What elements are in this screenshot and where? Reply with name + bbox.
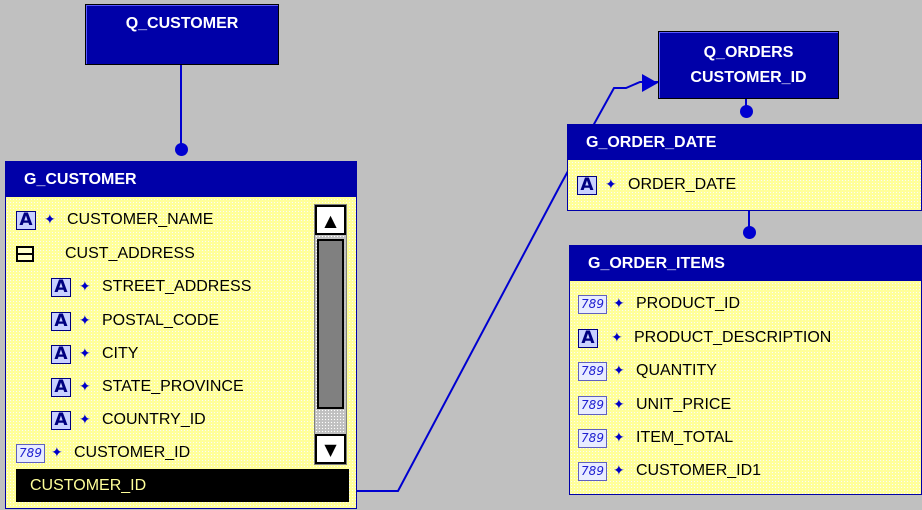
list-item[interactable]: A ✦ POSTAL_CODE	[51, 306, 219, 336]
list-item[interactable]: 789 ✦ CUSTOMER_ID1	[578, 456, 761, 486]
list-item[interactable]: A ✦ CITY	[51, 339, 138, 369]
column-label: STATE_PROVINCE	[102, 378, 244, 395]
sort-arrow-icon: ✦	[79, 379, 91, 395]
list-item[interactable]: 789 ✦ QUANTITY	[578, 356, 717, 386]
column-label: QUANTITY	[636, 362, 717, 379]
scroll-down-button[interactable]: ▼	[315, 434, 346, 464]
column-label: STREET_ADDRESS	[102, 278, 252, 295]
char-type-icon: A	[578, 328, 598, 348]
sort-arrow-icon: ✦	[79, 412, 91, 428]
char-type-icon: A	[51, 311, 71, 331]
number-type-icon: 789	[578, 395, 607, 415]
list-item[interactable]: A ✦ PRODUCT_DESCRIPTION	[578, 323, 831, 353]
column-label: PRODUCT_ID	[636, 295, 741, 312]
group-g-order-date[interactable]: G_ORDER_DATE A ✦ ORDER_DATE	[567, 124, 922, 211]
query-title: Q_ORDERS	[703, 44, 794, 61]
sort-arrow-icon: ✦	[613, 430, 625, 446]
column-label: COUNTRY_ID	[102, 411, 206, 428]
scroll-up-button[interactable]: ▲	[315, 205, 346, 235]
column-label: PRODUCT_DESCRIPTION	[634, 329, 832, 346]
sort-arrow-icon: ✦	[611, 330, 623, 346]
query-subtitle: CUSTOMER_ID	[690, 69, 807, 86]
list-item[interactable]: 789 ✦ CUSTOMER_ID	[16, 438, 190, 468]
sort-arrow-icon: ✦	[605, 177, 617, 193]
group-g-customer[interactable]: G_CUSTOMER A ✦ CUSTOMER_NAME • CUST_ADDR…	[5, 161, 357, 509]
data-link-arrowhead	[642, 74, 658, 92]
number-type-icon: 789	[578, 361, 607, 381]
list-item[interactable]: 789 ✦ PRODUCT_ID	[578, 289, 740, 319]
column-label: CUSTOMER_ID1	[636, 462, 762, 479]
chevron-down-icon: ▼	[324, 439, 337, 459]
chevron-up-icon: ▲	[324, 210, 337, 230]
group-connector-dot	[175, 143, 188, 156]
list-item[interactable]: 789 ✦ ITEM_TOTAL	[578, 423, 733, 453]
column-label: ITEM_TOTAL	[636, 429, 734, 446]
group-title: G_ORDER_ITEMS	[570, 246, 921, 281]
char-type-icon: A	[577, 175, 597, 195]
list-item[interactable]: A ✦ COUNTRY_ID	[51, 405, 206, 435]
char-type-icon: A	[51, 377, 71, 397]
group-title: G_ORDER_DATE	[568, 125, 921, 160]
column-label: CUST_ADDRESS	[65, 245, 195, 262]
list-item[interactable]: • CUST_ADDRESS	[16, 239, 195, 269]
char-type-icon: A	[51, 410, 71, 430]
list-item[interactable]: A ✦ STATE_PROVINCE	[51, 372, 244, 402]
group-g-order-items[interactable]: G_ORDER_ITEMS 789 ✦ PRODUCT_ID A ✦ PRODU…	[569, 245, 922, 495]
break-column-label: CUSTOMER_ID	[30, 476, 147, 494]
query-q-orders[interactable]: Q_ORDERS CUSTOMER_ID	[658, 31, 839, 99]
group-connector-dot	[743, 226, 756, 239]
column-label: CITY	[102, 345, 139, 362]
char-type-icon: A	[51, 344, 71, 364]
sort-arrow-icon: ✦	[79, 279, 91, 295]
sort-arrow-icon: ✦	[51, 445, 63, 461]
sort-arrow-icon: ✦	[79, 313, 91, 329]
column-label: ORDER_DATE	[628, 176, 737, 193]
column-label: CUSTOMER_ID	[74, 444, 191, 461]
number-type-icon: 789	[578, 428, 607, 448]
char-type-icon: A	[16, 210, 36, 230]
number-type-icon: 789	[578, 461, 607, 481]
list-item[interactable]: A ✦ STREET_ADDRESS	[51, 272, 251, 302]
list-item[interactable]: 789 ✦ UNIT_PRICE	[578, 390, 731, 420]
sort-arrow-icon: ✦	[613, 463, 625, 479]
break-column-row[interactable]: CUSTOMER_ID	[16, 469, 349, 502]
number-type-icon: 789	[16, 443, 45, 463]
repeating-frame-icon	[16, 246, 34, 262]
vertical-scrollbar[interactable]: ▲ ▼	[314, 204, 347, 465]
scroll-thumb[interactable]	[317, 239, 344, 409]
sort-arrow-icon: ✦	[613, 363, 625, 379]
list-item[interactable]: A ✦ CUSTOMER_NAME	[16, 205, 213, 235]
sort-arrow-icon: ✦	[44, 212, 56, 228]
sort-arrow-icon: ✦	[613, 296, 625, 312]
group-title: G_CUSTOMER	[6, 162, 356, 197]
group-connector-dot	[740, 105, 753, 118]
query-q-customer[interactable]: Q_CUSTOMER	[85, 4, 279, 65]
column-label: CUSTOMER_NAME	[67, 211, 214, 228]
sort-arrow-icon: ✦	[613, 397, 625, 413]
column-label: UNIT_PRICE	[636, 396, 732, 413]
query-title: Q_CUSTOMER	[125, 15, 239, 32]
column-label: POSTAL_CODE	[102, 312, 220, 329]
scroll-track[interactable]	[315, 235, 346, 434]
sort-arrow-icon: ✦	[79, 346, 91, 362]
number-type-icon: 789	[578, 294, 607, 314]
list-item[interactable]: A ✦ ORDER_DATE	[577, 170, 736, 200]
char-type-icon: A	[51, 277, 71, 297]
